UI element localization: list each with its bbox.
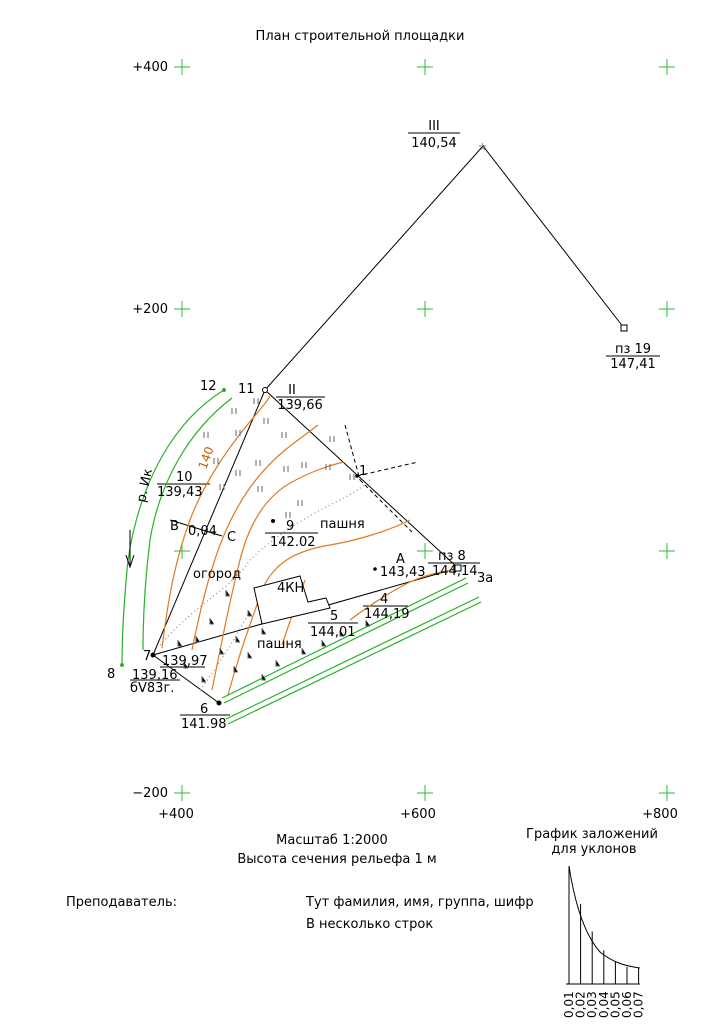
slope-label: 0,02 (574, 991, 588, 1018)
contour-label-140: 140 (196, 445, 217, 471)
slope-label: 0,07 (632, 991, 646, 1018)
grid-label-x800: +800 (642, 807, 678, 822)
label-stream: р. Ик (134, 467, 156, 504)
slope-label: 0,03 (585, 991, 599, 1018)
teacher-label: Преподаватель: (66, 895, 177, 910)
label-pashnya-top: пашня (320, 517, 365, 532)
boundary-dashed-2 (356, 461, 419, 477)
slope-label: 0,01 (562, 991, 576, 1018)
station-6-elevation: 141.98 (181, 717, 227, 732)
building-4kn (253, 575, 331, 625)
point-markers: ☆ (150, 142, 628, 706)
point-11-label: 11 (238, 382, 255, 397)
point-5-number: 5 (330, 609, 338, 624)
grid-label-x600: +600 (400, 807, 436, 822)
label-ogorod: огород (193, 567, 241, 582)
grid-label-ym200: −200 (132, 786, 168, 801)
station-pz19-marker (620, 324, 628, 332)
point-12-label: 12 (200, 379, 217, 394)
station-7-elevation: 139,97 (162, 654, 208, 669)
point-A-elevation: 143,43 (380, 565, 426, 580)
station-II-number: II (288, 383, 296, 398)
point-12-marker (222, 388, 226, 392)
slope-graph-title-2: для уклонов (551, 842, 636, 857)
station-6-marker (216, 700, 222, 706)
station-pz8-number: пз 8 (438, 549, 466, 564)
slope-graph: График заложений для уклонов 0,010,020,0… (526, 827, 658, 1018)
point-5-elevation: 144,01 (310, 625, 356, 640)
point-3a-label: 3а (477, 571, 493, 586)
grid-label-x400: +400 (158, 807, 194, 822)
label-building: 4КН (277, 581, 304, 596)
point-4-elevation: 144,19 (364, 607, 410, 622)
point-9-marker (271, 519, 275, 523)
station-III-elevation: 140,54 (411, 136, 457, 151)
station-II-elevation: 139,66 (277, 398, 323, 413)
relief-label: Высота сечения рельефа 1 м (237, 852, 436, 867)
benchmark-label: бV83г. (130, 681, 174, 696)
scale-label: Масштаб 1:2000 (276, 833, 388, 848)
label-pashnya-bottom: пашня (257, 637, 302, 652)
slope-label: 0,04 (597, 991, 611, 1018)
slope-graph-title-1: График заложений (526, 827, 658, 842)
station-pz8-elevation: 144,14 (432, 564, 478, 579)
station-6-number: 6 (200, 702, 208, 717)
station-7-marker (150, 652, 156, 658)
point-A-label: А (396, 552, 405, 567)
station-7-number: 7 (143, 649, 151, 664)
point-8-label: 8 (107, 667, 115, 682)
grid-label-y200: +200 (132, 302, 168, 317)
label-underlines (130, 132, 660, 716)
stream-arrow-icon (125, 554, 135, 569)
author-line-1: Тут фамилия, имя, группа, шифр (305, 895, 534, 910)
station-pz19-number: пз 19 (615, 342, 651, 357)
station-III-number: III (428, 119, 440, 134)
grid-crosses (174, 59, 675, 801)
boundary-dashed-1 (344, 424, 361, 481)
point-8-marker (120, 663, 124, 667)
station-III-star-icon: ☆ (478, 142, 487, 153)
boundary-dashed-3 (359, 479, 413, 533)
station-II-marker (262, 387, 268, 393)
garden-symbols (177, 590, 370, 683)
author-line-2: В несколько строк (306, 917, 433, 932)
traverse-lines (152, 145, 625, 704)
point-1-label: 1 (359, 464, 367, 479)
point-A-marker (373, 567, 377, 571)
field-boundary-dotted-2 (199, 609, 251, 691)
point-4-number: 4 (380, 592, 388, 607)
benchmark-elevation: 139,16 (132, 668, 178, 683)
slope-graph-curve (568, 865, 641, 969)
grid-label-y400: +400 (132, 60, 168, 75)
point-10-number: 10 (176, 470, 193, 485)
station-pz19-elevation: 147,41 (610, 357, 656, 372)
plan-title: План строительной площадки (256, 29, 465, 44)
slope-label: 0,06 (620, 991, 634, 1018)
point-9-elevation: 142.02 (270, 535, 316, 550)
point-9-number: 9 (286, 519, 294, 534)
point-B-label: В (170, 519, 179, 534)
bc-value: 0,04 (188, 524, 217, 539)
point-10-elevation: 139,43 (157, 485, 203, 500)
meadow-symbols (203, 398, 355, 518)
point-C-label: С (227, 530, 236, 545)
slope-label: 0,05 (608, 991, 622, 1018)
station-pz8-marker (454, 564, 462, 572)
